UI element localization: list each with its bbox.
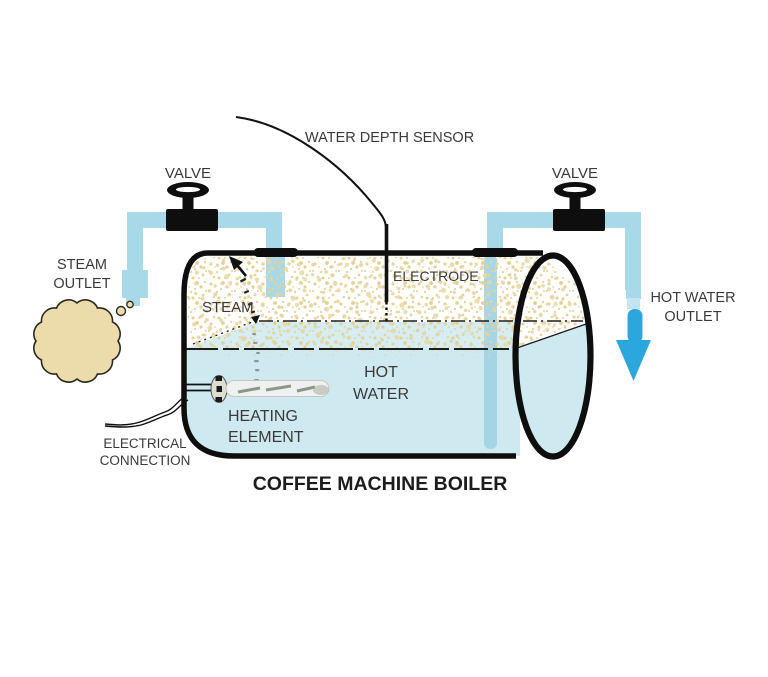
steam-speckles	[186, 257, 584, 357]
label-electrical-connection-line1: ELECTRICAL	[103, 436, 187, 451]
electrical-wire	[104, 395, 189, 428]
label-hot-water-outlet-line1: HOT WATER	[650, 290, 735, 306]
label-valve-left: VALVE	[165, 165, 211, 182]
label-hot-water-line1: HOT	[364, 364, 398, 381]
label-hot-water-outlet-line2: OUTLET	[664, 309, 721, 325]
label-valve-right: VALVE	[552, 165, 598, 182]
water-fill	[184, 349, 520, 456]
label-steam-outlet-line1: STEAM	[57, 257, 107, 273]
label-hot-water-line2: WATER	[353, 386, 409, 403]
right-valve	[553, 182, 605, 231]
diagram-title: COFFEE MACHINE BOILER	[253, 473, 508, 495]
label-water-depth-sensor: WATER DEPTH SENSOR	[305, 130, 474, 146]
cloud-icon	[33, 299, 121, 383]
label-heating-element-line1: HEATING	[228, 408, 298, 425]
tank-end-ellipse	[512, 252, 594, 460]
label-electrode: ELECTRODE	[393, 268, 479, 284]
boiler-tank	[184, 253, 591, 457]
heating-element	[184, 375, 330, 403]
left-valve	[166, 182, 218, 231]
tank-outline	[181, 248, 594, 460]
label-electrical-connection-line2: CONNECTION	[100, 453, 191, 468]
sensor-wire	[235, 116, 389, 322]
hot-water-arrow-icon	[616, 309, 651, 381]
pipe-fitting-right	[472, 248, 518, 257]
label-heating-element-line2: ELEMENT	[228, 429, 304, 446]
steam-cloud	[33, 299, 134, 383]
label-steam: STEAM	[202, 299, 254, 316]
steam-flow-arrow-icon	[229, 256, 256, 314]
label-steam-outlet-line2: OUTLET	[53, 276, 110, 292]
pipe-fitting-left	[254, 248, 298, 257]
water-lines	[184, 315, 590, 350]
